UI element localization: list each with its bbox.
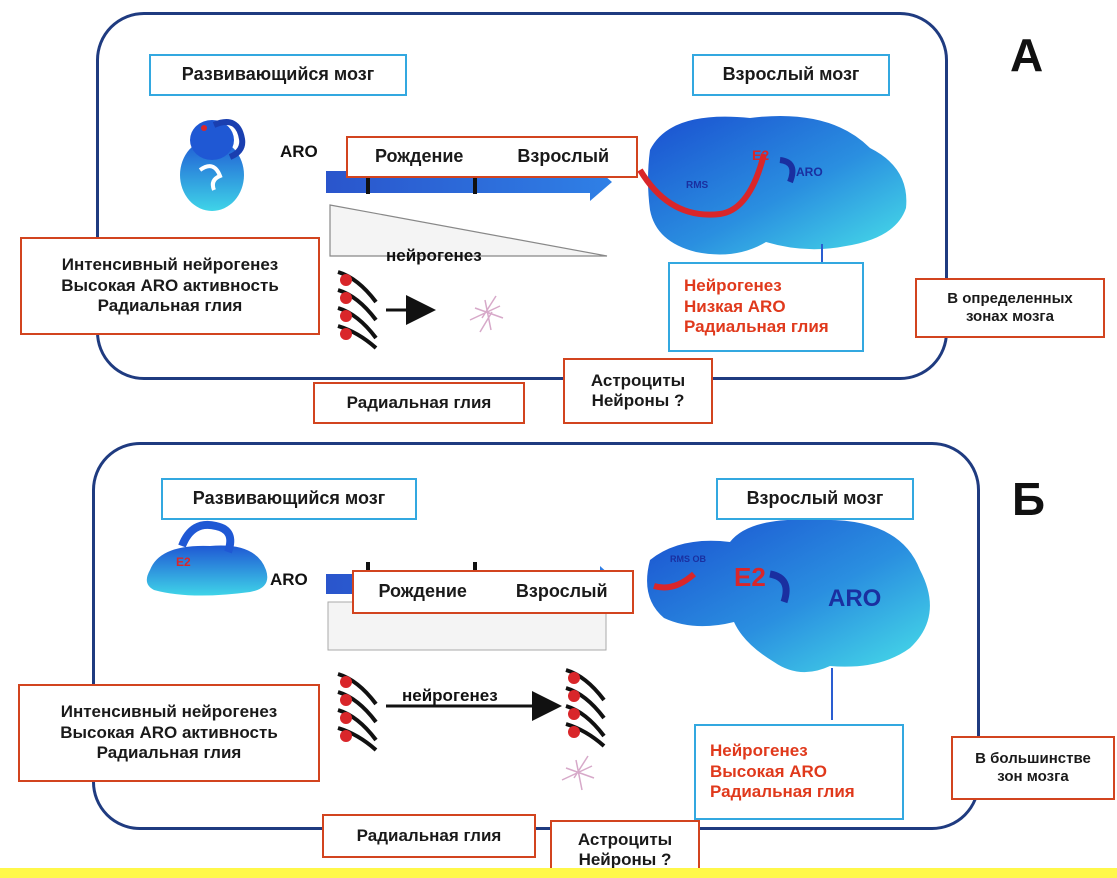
- brain-label-aro-a: ARO: [796, 165, 823, 179]
- embryo-brain-icon: [180, 119, 246, 211]
- brain-label-aro-b: ARO: [828, 585, 881, 612]
- left-info-line-2-a: Высокая ARO активность: [61, 275, 279, 295]
- right-info-line-3-b: Радиальная глия: [710, 782, 855, 802]
- panel-letter-b: Б: [1012, 473, 1046, 525]
- right-info-box-a: Нейрогенез Низкая ARO Радиальная глия: [668, 262, 864, 352]
- right-info-box-b: Нейрогенез Высокая ARO Радиальная глия: [694, 724, 904, 820]
- left-info-box-a: Интенсивный нейрогенез Высокая ARO актив…: [20, 237, 320, 335]
- timeline-birth-b: Рождение: [378, 581, 467, 602]
- panel-letter-a: А: [1010, 29, 1044, 81]
- radial-glia-cells-a: [337, 270, 378, 350]
- outcome-line-2-a: Нейроны ?: [591, 391, 685, 410]
- neurogenesis-label-b: нейрогенез: [402, 686, 498, 705]
- brain-label-rms-a: RMS: [686, 180, 709, 191]
- embryo-e2-label-b: E2: [176, 555, 191, 569]
- timeline-box-a: Рождение Взрослый: [346, 136, 638, 178]
- side-line-1-b: В большинстве: [975, 750, 1091, 767]
- radial-glia-box-b: Радиальная глия: [322, 814, 536, 858]
- highlight-strip: [0, 868, 1117, 878]
- left-info-line-3-b: Радиальная глия: [96, 743, 242, 763]
- right-info-line-2-b: Высокая ARO: [710, 761, 828, 781]
- brain-label-e2-b: E2: [734, 562, 766, 592]
- left-info-box-b: Интенсивный нейрогенез Высокая ARO актив…: [18, 684, 320, 782]
- astrocyte-icon-a: [469, 295, 504, 333]
- side-line-2-a: зонах мозга: [965, 308, 1055, 325]
- brain-label-rms-b: RMS OB: [670, 554, 707, 564]
- radial-glia-cells-b-left: [337, 672, 378, 752]
- neurogenesis-wedge-a: [329, 204, 608, 257]
- adult-brain-label-a: Взрослый мозг: [692, 54, 890, 96]
- right-info-line-1-b: Нейрогенез: [710, 741, 808, 761]
- embryo-brain-icon-b: E2: [146, 521, 268, 596]
- side-box-a: В определенных зонах мозга: [915, 278, 1105, 338]
- timeline-box-b: Рождение Взрослый: [352, 570, 634, 614]
- outcome-line-1-b: Астроциты: [577, 829, 673, 849]
- left-info-line-1-a: Интенсивный нейрогенез: [61, 255, 279, 275]
- radial-glia-box-a: Радиальная глия: [313, 382, 525, 424]
- aro-label-b: ARO: [270, 570, 308, 589]
- brain-label-e2-a: E2: [752, 147, 769, 163]
- timeline-birth-a: Рождение: [374, 146, 464, 167]
- outcome-line-2-b: Нейроны ?: [578, 850, 672, 869]
- radial-glia-cells-b-right: [565, 668, 606, 748]
- developing-brain-label-b: Развивающийся мозг: [161, 478, 417, 520]
- timeline-adult-b: Взрослый: [515, 581, 608, 602]
- neurogenesis-label-a: нейрогенез: [386, 246, 482, 265]
- outcome-line-1-a: Астроциты: [590, 370, 686, 390]
- left-info-line-1-b: Интенсивный нейрогенез: [60, 702, 278, 722]
- side-box-b: В большинстве зон мозга: [951, 736, 1115, 800]
- aro-label-a: ARO: [280, 142, 318, 161]
- adult-brain-icon-a: [637, 116, 907, 255]
- right-info-line-3-a: Радиальная глия: [684, 317, 829, 337]
- side-line-2-b: зон мозга: [997, 768, 1069, 785]
- adult-brain-label-b: Взрослый мозг: [716, 478, 914, 520]
- right-info-line-2-a: Низкая ARO: [684, 296, 786, 316]
- right-info-line-1-a: Нейрогенез: [684, 276, 782, 296]
- developing-brain-label-a: Развивающийся мозг: [149, 54, 407, 96]
- side-line-1-a: В определенных: [947, 290, 1073, 307]
- left-info-line-3-a: Радиальная глия: [97, 296, 243, 316]
- left-info-line-2-b: Высокая ARO активность: [60, 722, 278, 742]
- astrocyte-icon-b: [561, 755, 595, 791]
- timeline-adult-a: Взрослый: [517, 146, 610, 167]
- outcome-box-a: Астроциты Нейроны ?: [563, 358, 713, 424]
- adult-brain-icon-b: [647, 519, 930, 673]
